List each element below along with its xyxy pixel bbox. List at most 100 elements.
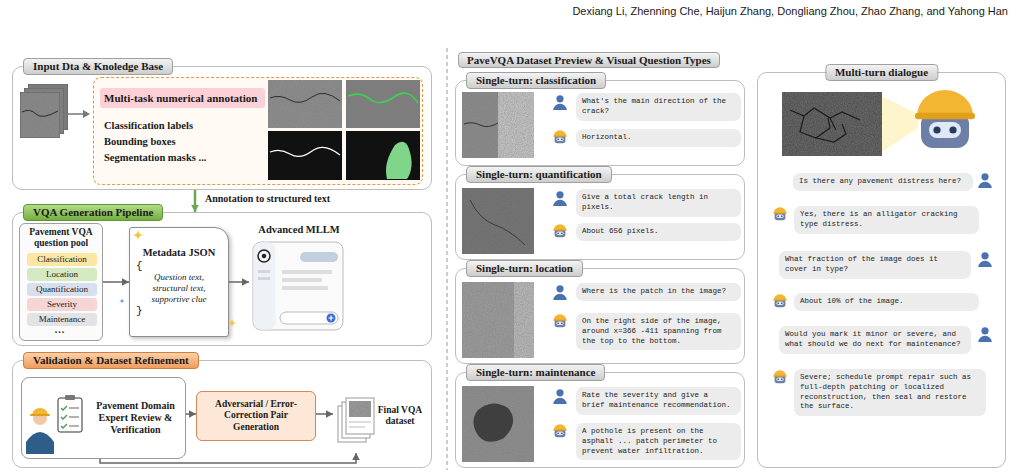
node-text: Pavement Domain Expert Review & Verifica… [92, 400, 179, 436]
node-text: Where is the patch in the image? [582, 287, 735, 297]
sparkle [119, 229, 237, 328]
connector-arrow [229, 278, 249, 286]
vision-beam [882, 96, 918, 152]
node-text: Quantification [27, 283, 97, 296]
pavement-image [498, 92, 534, 158]
connector-line [100, 453, 356, 463]
panel-title: VQA Generation Pipeline [23, 204, 163, 221]
arrow-head [242, 278, 249, 286]
node-text: Rate the severity and give a brief maint… [582, 391, 735, 411]
chat-window [327, 314, 336, 323]
dataset-stack [342, 402, 370, 438]
chat-bubble: About 10% of the image. [794, 293, 979, 311]
annotation-thumbnails [268, 131, 342, 180]
dataset-stack [338, 406, 366, 442]
annotation-box: Classification labelsBounding boxesSegme… [93, 77, 423, 185]
connector-arrow [186, 410, 196, 418]
sparkle [119, 298, 125, 304]
chat-bubble: Where is the patch in the image? [576, 283, 741, 301]
panel-title: Single-turn: location [466, 260, 583, 277]
chat-window [258, 277, 270, 280]
panel-box: Validation & Dataset RefinementPavement … [12, 360, 432, 468]
robot-avatar [553, 314, 567, 327]
node-text: On the right side of the image, around x… [582, 317, 735, 346]
user-avatar [553, 95, 567, 110]
node-text: About 10% of the image. [800, 297, 973, 307]
annotation-thumbnails [270, 147, 340, 156]
node-text: Would you mark it minor or severe, and w… [785, 330, 965, 350]
expert-icon [26, 432, 54, 454]
connector-arrow [103, 278, 129, 286]
process-box: Adversarial / Error-Correction Pair Gene… [196, 391, 316, 441]
chat-bubble: Rate the severity and give a brief maint… [576, 387, 741, 415]
annotation-thumbnails [386, 142, 412, 179]
expert-icon [33, 411, 47, 425]
robot-avatar [773, 294, 787, 307]
mllm-box: Advanced MLLM [249, 223, 349, 337]
panel-box: Single-turn: quantificationGive a total … [455, 174, 745, 260]
node-text: Adversarial / Error-Correction Pair Gene… [203, 399, 309, 434]
chat-bubble: A pothole is present on the asphalt ... … [576, 423, 741, 460]
user-avatar [978, 173, 992, 188]
arrow-head [189, 410, 196, 418]
chat-window [282, 286, 328, 290]
user-avatar [553, 191, 567, 206]
node-text: What fraction of the image does it cover… [785, 255, 965, 275]
arrow-head [352, 453, 360, 460]
pavement-image [790, 108, 860, 142]
robot-avatar [553, 224, 567, 237]
panel-title: Single-turn: quantification [466, 166, 612, 183]
expert-icon [65, 395, 75, 400]
user-avatar [553, 389, 567, 404]
author-line: Dexiang Li, Zhenning Che, Haijun Zhang, … [440, 5, 1008, 17]
sparkle [132, 229, 144, 241]
ellipsis-text: ... [25, 324, 95, 335]
chat-bubble: Would you mark it minor or severe, and w… [779, 326, 971, 354]
connector-line [194, 190, 197, 212]
robot-avatar [773, 370, 787, 383]
chat-window [258, 270, 270, 273]
chat-bubble: Is there any pavement distress here? [793, 173, 973, 191]
panel-title: Validation & Dataset Refinement [23, 352, 199, 369]
node-text: Yes, there is an alligator cracking type… [800, 210, 973, 230]
node-text: Pavement VQA question pool [20, 224, 102, 249]
node-text: A pothole is present on the asphalt ... … [582, 427, 735, 456]
node-text: Metadata JSON [143, 247, 216, 258]
pavement-image [462, 92, 498, 158]
user-avatar [978, 252, 992, 267]
chat-window [253, 242, 343, 330]
panel-box: Single-turn: maintenanceRate the severit… [455, 372, 745, 468]
chat-bubble: What's the main direction of the crack? [576, 93, 741, 121]
node-text: Horizontal. [582, 133, 735, 143]
panel-box: Single-turn: locationWhere is the patch … [455, 268, 745, 364]
chat-bubble: About 656 pixels. [576, 223, 741, 241]
chat-bubble: Yes, there is an alligator cracking type… [794, 206, 979, 234]
chat-window [282, 270, 332, 274]
annotation-thumbnails [348, 93, 418, 103]
node-text: Segmentation masks ... [104, 150, 422, 166]
chat-bubble: On the right side of the image, around x… [576, 313, 741, 350]
divider-line [447, 48, 448, 470]
user-avatar [553, 285, 567, 300]
pavement-image [462, 188, 534, 254]
process-box: Pavement Domain Expert Review & Verifica… [21, 377, 186, 459]
image-stack [28, 84, 68, 130]
pavement-image [473, 403, 513, 441]
arrow-head [326, 410, 333, 418]
chat-window [254, 243, 276, 330]
connector-line [103, 281, 129, 283]
node-text: Give a total crack length in pixels. [582, 193, 735, 213]
robot-avatar [553, 424, 567, 437]
panel-box: Single-turn: classificationWhat's the ma… [455, 80, 745, 166]
connector-line [229, 281, 249, 283]
robot-avatar [773, 207, 787, 220]
connector-arrow [191, 190, 199, 212]
node-text: PaveVQA Dataset Preview & Visual Questio… [459, 53, 719, 67]
pavement-image [464, 123, 498, 127]
sparkle [227, 318, 237, 328]
chat-bubble: Horizontal. [576, 129, 741, 147]
vision-beam [882, 96, 918, 152]
question-type-tag: Severity [27, 298, 97, 311]
image-stack [64, 113, 84, 115]
